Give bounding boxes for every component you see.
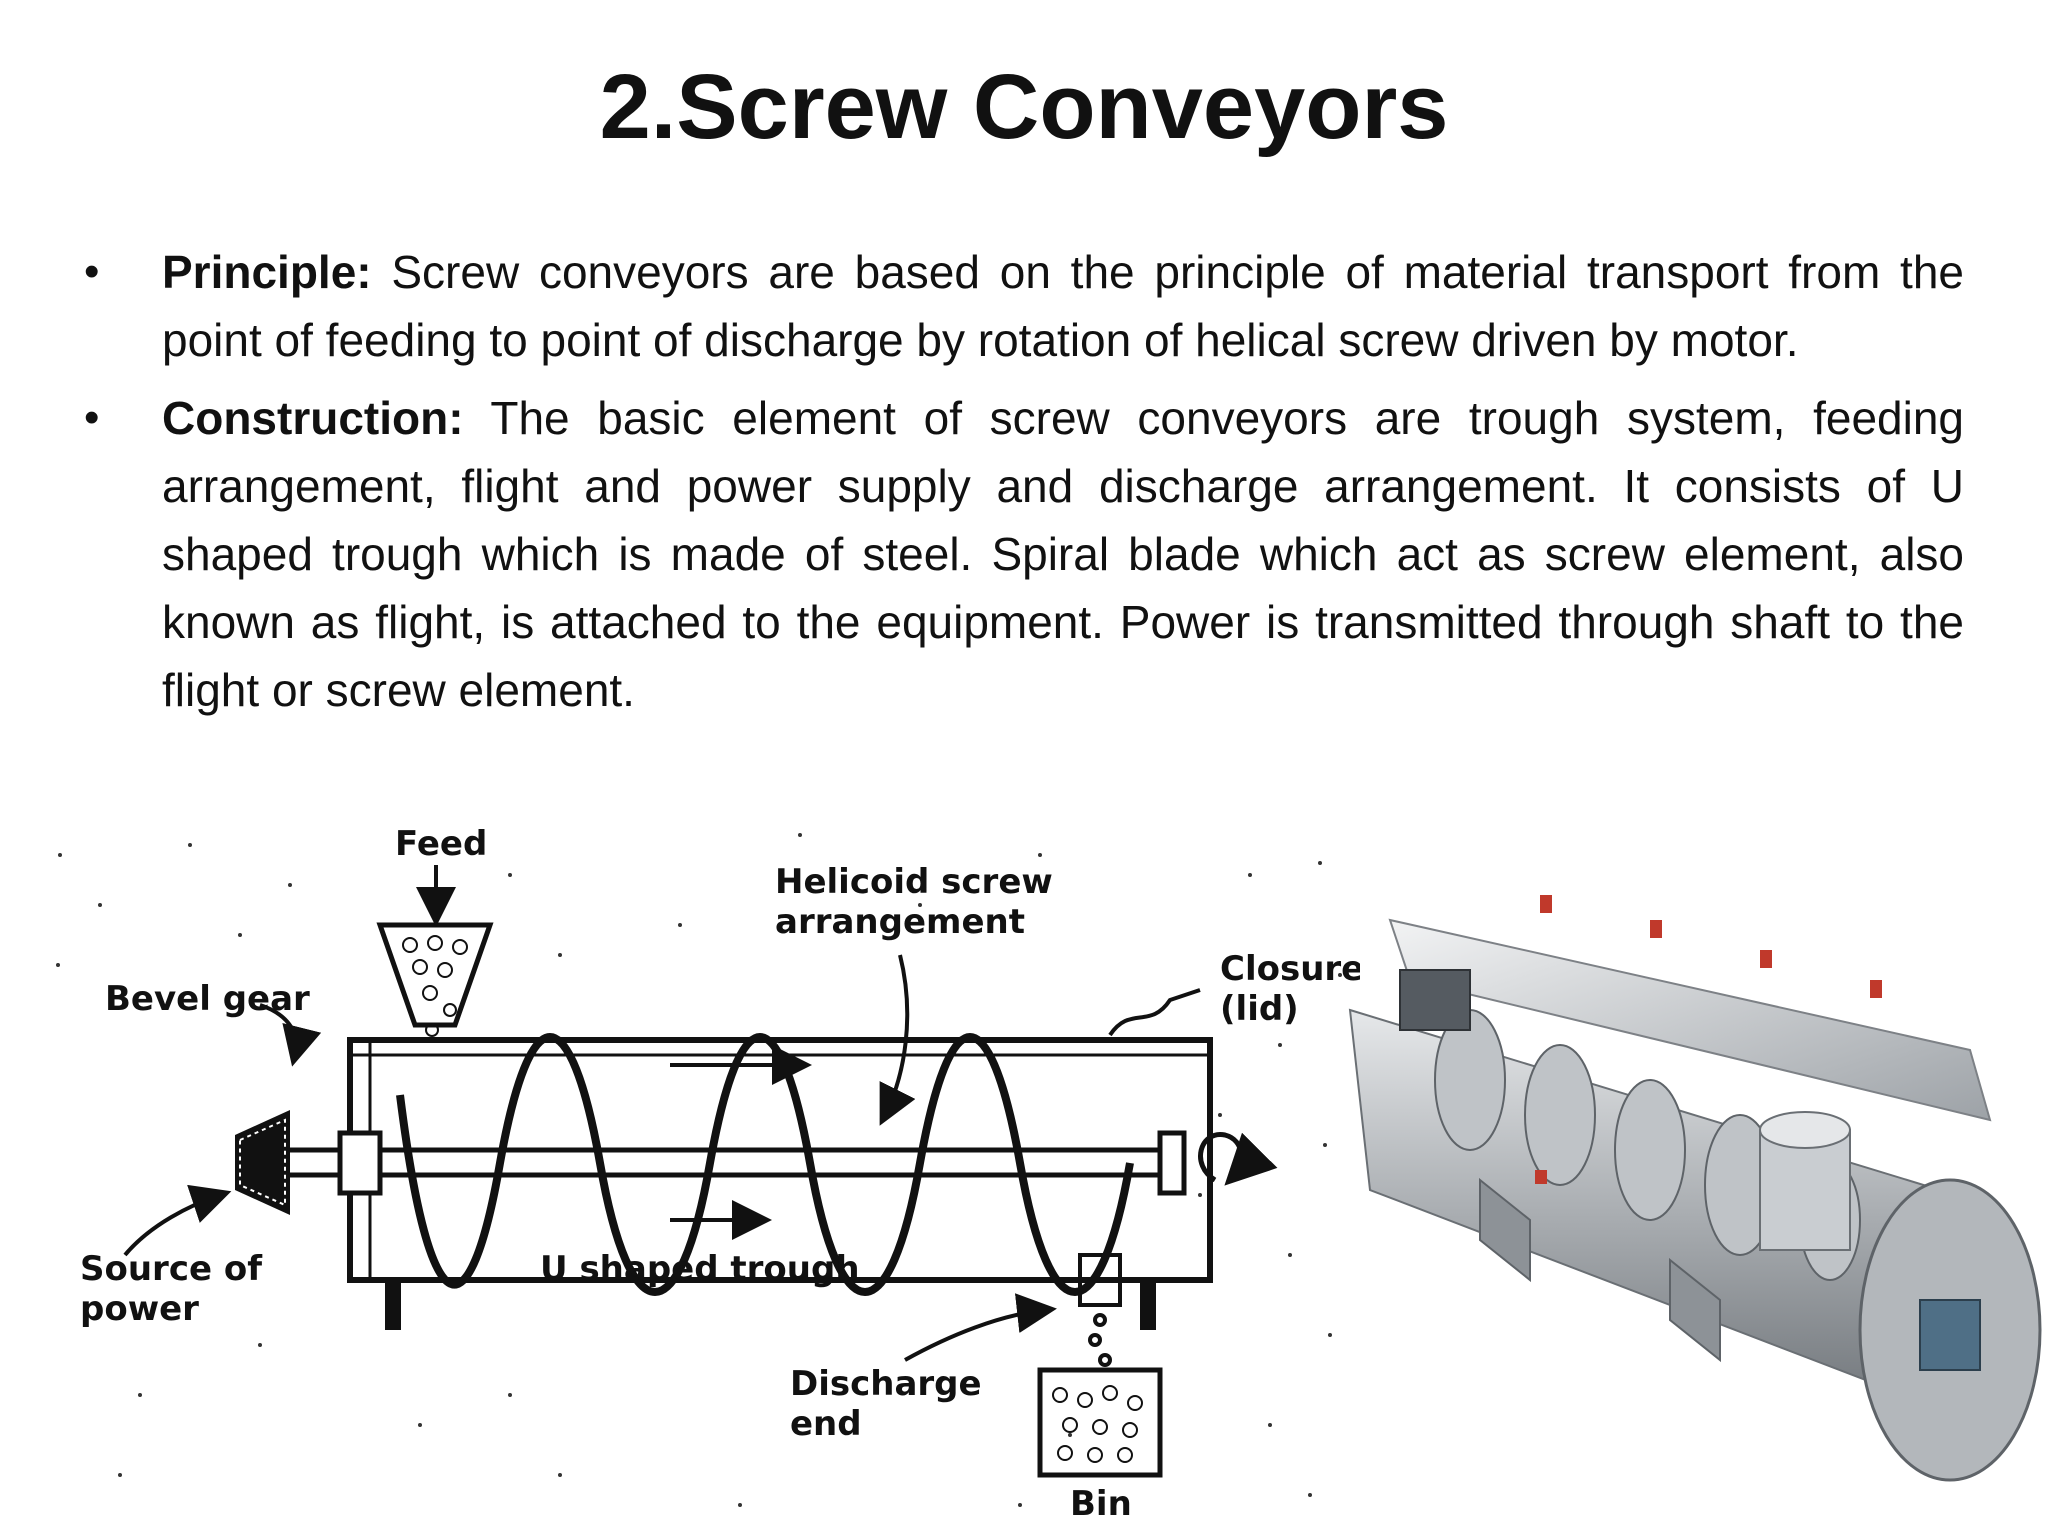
scan-speckles — [56, 833, 1342, 1507]
bullet-term: Construction: — [162, 392, 464, 444]
label-helicoid-screw: Helicoid screw — [775, 862, 1053, 902]
bullet-principle: • Principle: Screw conveyors are based o… — [84, 238, 1964, 374]
bullet-construction: • Construction: The basic element of scr… — [84, 384, 1964, 724]
bullet-body: The basic element of screw conveyors are… — [162, 392, 1964, 716]
trough-legs — [385, 1280, 1156, 1330]
label-bin: Bin — [1070, 1484, 1132, 1524]
bullet-list: • Principle: Screw conveyors are based o… — [84, 238, 1964, 734]
label-end: end — [790, 1404, 862, 1444]
label-lid: (lid) — [1220, 989, 1299, 1029]
label-closure: Closure — [1220, 949, 1360, 989]
label-source-of: Source of — [80, 1249, 263, 1289]
bullet-text: Construction: The basic element of screw… — [162, 384, 1964, 724]
shaft — [290, 1130, 1187, 1196]
bevel-gear-icon — [235, 1110, 290, 1215]
label-bevel-gear: Bevel gear — [105, 979, 310, 1019]
helical-screw — [396, 1033, 1134, 1296]
bullet-marker: • — [84, 393, 100, 442]
bullet-body: Screw conveyors are based on the princip… — [162, 246, 1964, 366]
label-power: power — [80, 1289, 199, 1329]
slide-title: 2.Screw Conveyors — [599, 56, 1449, 158]
label-pointers — [123, 954, 1057, 1362]
screw-conveyor-diagram: Feed Helicoid screw arrangement Closure … — [56, 824, 1360, 1524]
label-arrangement: arrangement — [775, 902, 1025, 942]
bullet-text: Principle: Screw conveyors are based on … — [162, 238, 1964, 374]
rotation-arrow-icon — [1198, 1132, 1278, 1186]
bullet-marker: • — [84, 247, 100, 296]
screw-conveyor-photo — [1348, 895, 2042, 1482]
closure-pointer — [1108, 988, 1201, 1037]
discharge-outlet — [1078, 1253, 1122, 1367]
label-feed: Feed — [395, 824, 487, 864]
bin — [1037, 1367, 1163, 1478]
feed-hopper — [376, 865, 494, 1037]
flow-arrows — [670, 1045, 812, 1240]
label-discharge: Discharge — [790, 1364, 982, 1404]
label-u-shaped-trough: U shaped trough — [540, 1249, 860, 1289]
bullet-term: Principle: — [162, 246, 372, 298]
